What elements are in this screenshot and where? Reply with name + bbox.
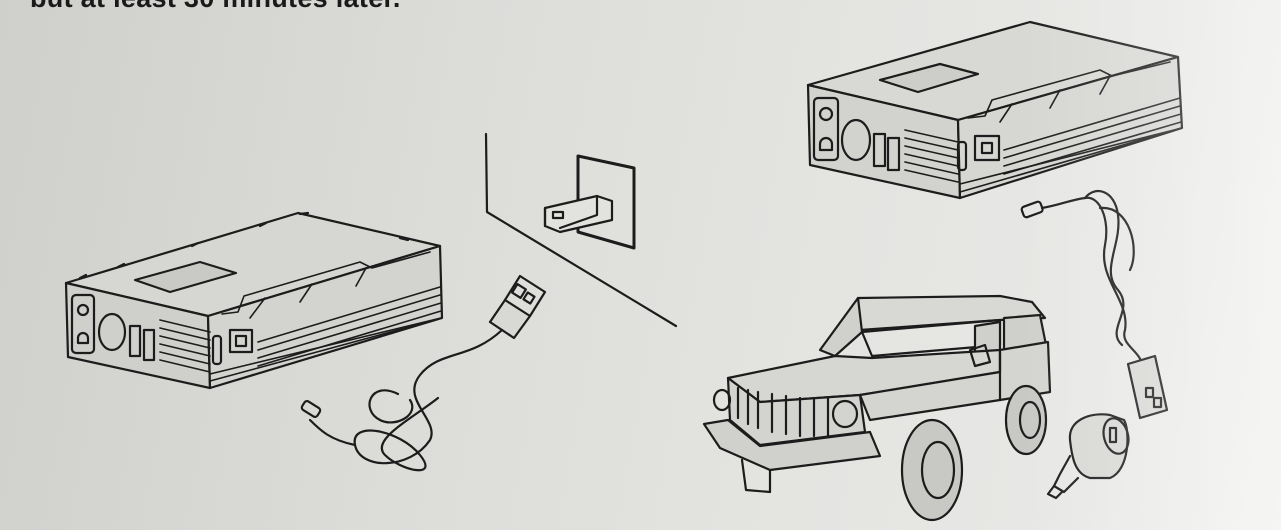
left-jump-starter xyxy=(66,213,442,388)
photo-glare xyxy=(1021,0,1281,530)
wall-outlet xyxy=(486,134,676,326)
suv xyxy=(704,296,1050,520)
